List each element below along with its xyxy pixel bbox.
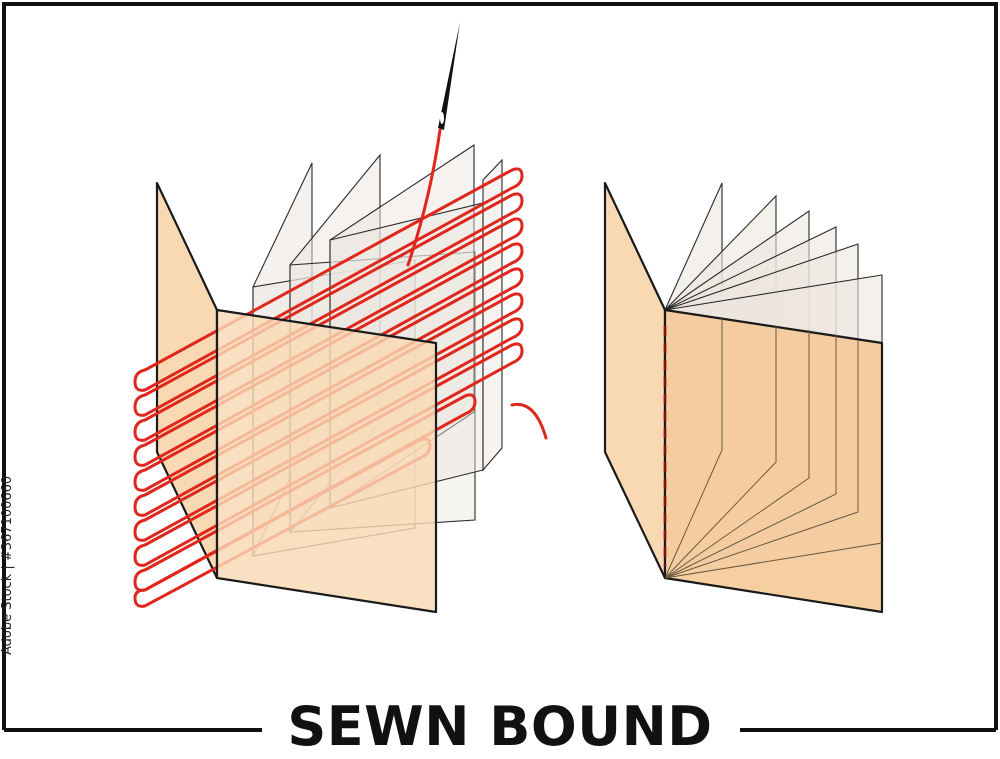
thread-loop [133,317,524,542]
thread-loop [133,242,524,467]
page-title: SEWN BOUND [287,695,713,758]
thread-loop [133,217,524,442]
sewn-book-icon [603,181,884,614]
frame [2,2,998,732]
thread-to-needle [406,128,442,267]
thread-loop [133,167,524,392]
frame-left [2,2,998,730]
thread-loop [133,292,524,517]
thread-tail [510,402,548,440]
book-being-sewn-icon [133,22,548,614]
left-front-cover [215,308,438,614]
right-page-edges [664,317,883,579]
thread-loop [133,192,524,417]
thread-loop [133,393,477,592]
right-back-cover [603,181,667,580]
stock-id-label: Adobe Stock | #367100660 [0,475,15,655]
thread-loop [133,342,524,567]
thread-loop [133,267,524,492]
needle-icon [438,22,460,130]
